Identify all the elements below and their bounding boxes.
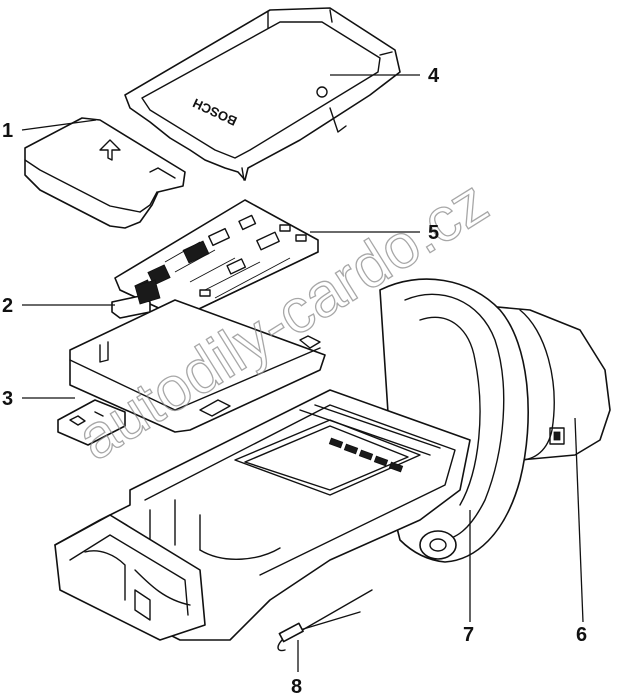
callout-8: 8	[291, 676, 302, 698]
carrier-plate	[57, 299, 326, 446]
sensor-body	[54, 389, 471, 641]
circuit-board	[114, 199, 319, 319]
callout-3: 3	[2, 388, 13, 410]
callout-6: 6	[576, 624, 587, 646]
terminal-pins	[328, 437, 404, 473]
sensor-element	[277, 589, 373, 652]
callout-1: 1	[2, 120, 13, 142]
small-cap	[24, 117, 186, 229]
callout-2: 2	[2, 295, 13, 317]
callout-7: 7	[463, 624, 474, 646]
callout-4: 4	[428, 65, 440, 87]
leader-lines	[21, 74, 584, 672]
callout-labels: 1 2 3 4 5 6 7 8	[2, 65, 587, 698]
callout-5: 5	[428, 222, 439, 244]
cover-lid: BOSCH	[124, 7, 401, 181]
